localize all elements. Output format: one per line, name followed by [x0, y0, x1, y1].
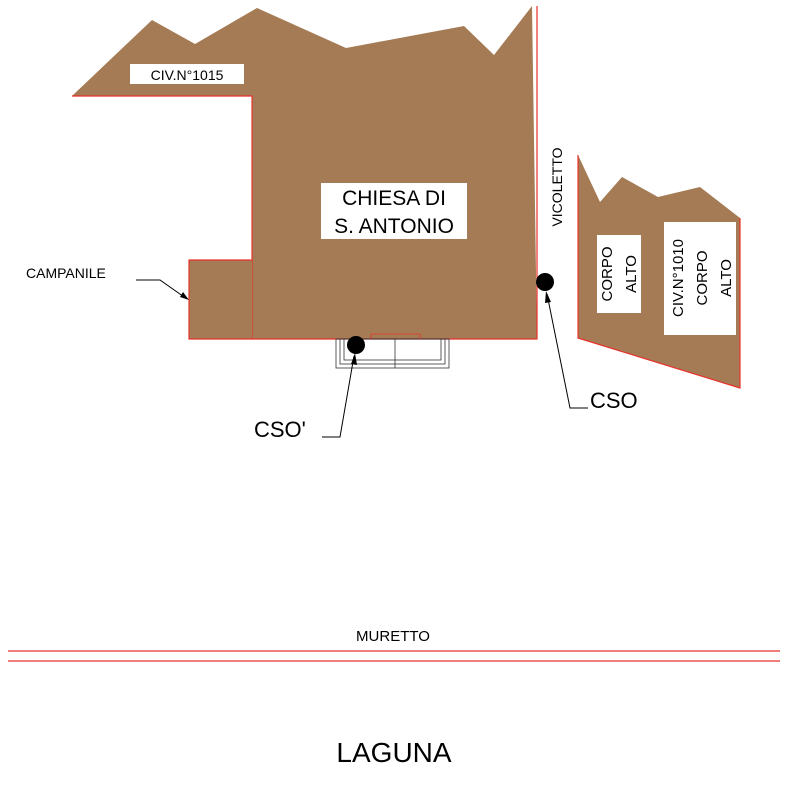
- east-block-label-b-box: [664, 222, 736, 335]
- east-block-label-a-line1: CORPO: [599, 246, 616, 301]
- alley-label: VICOLETTO: [549, 147, 565, 226]
- bell-tower-building: [189, 260, 252, 339]
- lagoon-label: LAGUNA: [336, 737, 451, 768]
- cso-prime-marker: [347, 336, 365, 354]
- cso-leader: [546, 293, 588, 409]
- east-block-edge: [577, 155, 741, 389]
- east-block-label-b-line2: ALTO: [718, 259, 735, 297]
- civic-1015-label: CIV.N°1015: [151, 67, 224, 83]
- cso-label: CSO: [590, 388, 638, 413]
- bell-tower-label: CAMPANILE: [26, 265, 106, 281]
- cso-prime-leader: [322, 355, 355, 438]
- church-building: [72, 6, 537, 339]
- church-label-line2: S. ANTONIO: [334, 215, 454, 238]
- cso-marker: [536, 273, 554, 291]
- church-label-line1: CHIESA DI: [342, 187, 446, 210]
- cso-prime-arrowhead: [351, 353, 357, 365]
- bell-tower-edge: [188, 259, 252, 340]
- cso-prime-label: CSO': [254, 417, 306, 442]
- cso-arrowhead: [545, 291, 551, 303]
- wall-label: MURETTO: [356, 628, 430, 645]
- east-block-label-a-box: [597, 235, 641, 313]
- church-label-box: [321, 183, 467, 239]
- bell-tower-leader: [136, 279, 188, 300]
- bell-tower-arrowhead: [180, 292, 189, 300]
- entrance-steps: [335, 333, 450, 369]
- east-block-label-a-line2: ALTO: [623, 255, 640, 293]
- civic-1010-label: CIV.N°1010: [670, 239, 687, 317]
- civic-1015-box: [130, 64, 244, 84]
- east-block-label-b-line1: CORPO: [694, 250, 711, 305]
